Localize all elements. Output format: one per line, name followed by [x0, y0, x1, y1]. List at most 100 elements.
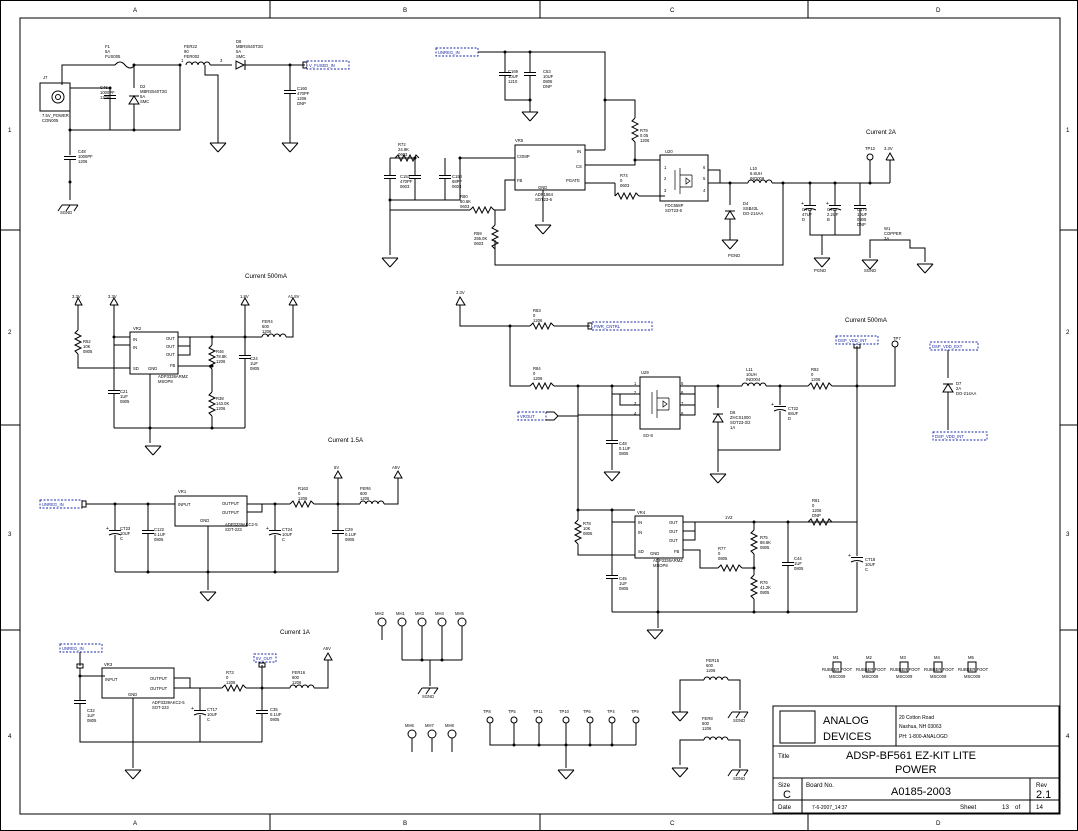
schematic-label: 1UF [619, 581, 627, 586]
schematic-label: 1UF [87, 713, 95, 718]
schematic-label: M1 [833, 655, 839, 660]
schematic-label: IN [638, 520, 642, 525]
schematic-label: CT23 [120, 526, 131, 531]
schematic-label: C48 [619, 441, 627, 446]
schematic-label: 1000PF [100, 90, 115, 95]
schematic-label: OUT [166, 352, 175, 357]
schematic-label: RUBBER FOOT [958, 667, 989, 672]
schematic-label: of [1015, 804, 1020, 811]
schematic-label: 3 [664, 188, 667, 193]
schematic-label: R79 [640, 128, 648, 133]
schematic-label: 1206 [216, 359, 226, 364]
schematic-label: OUTPUT [222, 501, 240, 506]
schematic-label: Sheet [960, 804, 976, 811]
schematic-label: 3 [220, 58, 223, 63]
schematic-label: 6 [703, 165, 706, 170]
schematic-label: RUBBER FOOT [822, 667, 853, 672]
schematic-label: 3.3V [72, 294, 81, 299]
schematic-label: C [120, 536, 123, 541]
schematic-label: ZHCS1000 [730, 415, 751, 420]
ic-u20 [659, 154, 709, 202]
input-protection-block: J7 7.5V_POWER CON005 F1 5A FUS005 FER22 … [39, 39, 350, 215]
company-name-line1: ANALOG [823, 715, 869, 727]
schematic-label: MH3 [415, 611, 425, 616]
schematic-label: MSC009 [930, 674, 947, 679]
schematic-label: M2 [866, 655, 872, 660]
schematic-label: DSP_VDD_INT [935, 434, 964, 439]
schematic-label: RUBBER FOOT [924, 667, 955, 672]
schematic-label: DO-214AA [956, 391, 976, 396]
sheet-title: ADSP-BF561 EZ-KIT LITE [846, 750, 976, 762]
schematic-label: SGND [60, 210, 72, 215]
schematic-label: MH8 [445, 723, 455, 728]
schematic-label: PGATE [566, 178, 580, 183]
schematic-label: TP8 [483, 709, 491, 714]
zone-label-left: 4 [8, 733, 12, 740]
schematic-label: 1206 [533, 318, 543, 323]
schematic-label: 5 [703, 176, 706, 181]
schematic-label: L11 [746, 367, 753, 372]
schematic-label: CT19 [802, 207, 813, 212]
schematic-label: R59 [474, 231, 482, 236]
schematic-label: 600 [360, 491, 368, 496]
schematic-label: 0805 [83, 349, 93, 354]
schematic-label: 1206 [78, 159, 88, 164]
schematic-label: 1 [664, 165, 667, 170]
ic-vr2 [129, 331, 179, 375]
schematic-label: MH2 [375, 611, 385, 616]
sheet-date: 7-6-2007_14:37 [812, 805, 848, 811]
test-points: TP8 TP5 TP11 TP10 TP6 TP4 TP9 [483, 709, 640, 780]
ic-vr1 [174, 495, 248, 527]
schematic-label: FER8 [702, 716, 713, 721]
schematic-label: V_FUSED_IN [309, 63, 335, 68]
schematic-label: 0805 [760, 545, 770, 550]
schematic-label: CT20 [827, 207, 838, 212]
schematic-label: 1206 [292, 680, 302, 685]
schematic-label: OUT [166, 344, 175, 349]
schematic-label: A5V [323, 646, 331, 651]
schematic-label: OUT [669, 520, 678, 525]
schematic-label: W1 [884, 226, 891, 231]
schematic-label: TP5 [508, 709, 516, 714]
schematic-label: MH1 [396, 611, 406, 616]
schematic-label: SSB43L [743, 206, 759, 211]
schematic-label: VR2 [133, 326, 142, 331]
rubber-feet: M1 M2 M3 M4 M5 RUBBER FOOT RUBBER FOOT R… [822, 655, 989, 679]
schematic-label: 20 Cotton Road [899, 715, 934, 721]
schematic-label: SOT23-6 [535, 197, 553, 202]
schematic-label: C45 [619, 576, 627, 581]
zone-label-right: 2 [1066, 329, 1070, 336]
schematic-label: 4 [634, 411, 637, 416]
schematic-label: 7 [681, 401, 684, 406]
schematic-label: 1V2 [725, 515, 733, 520]
schematic-label: U20 [665, 149, 673, 154]
schematic-label: 5V [334, 465, 339, 470]
revision: 2.1 [1036, 789, 1051, 801]
schematic-label: C35 [270, 707, 278, 712]
schematic-label: SOT-223 [225, 527, 242, 532]
schematic-label: R52 [83, 339, 91, 344]
schematic-label: 6.8UH [750, 171, 762, 176]
schematic-label: OUTPUT [150, 686, 168, 691]
schematic-label: IN [638, 530, 642, 535]
schematic-label: 10UF [865, 562, 876, 567]
schematic-label: 600 [262, 324, 270, 329]
schematic-label: 0.1UF [154, 532, 166, 537]
zone-label-top: A [133, 7, 138, 14]
schematic-label: 0805 [718, 556, 728, 561]
schematic-label: 6 [681, 390, 684, 395]
schematic-label: OUT [166, 336, 175, 341]
schematic-label: 5A [140, 94, 145, 99]
schematic-label: 143.0K [216, 401, 229, 406]
schematic-label: R83 [533, 308, 541, 313]
schematic-label: 1206 [216, 406, 226, 411]
zone-label-right: 1 [1066, 127, 1070, 134]
schematic-label: MBRS540T3G [140, 89, 167, 94]
schematic-label: 10K [83, 344, 91, 349]
schematic-label: 78.8K [216, 354, 227, 359]
zone-label-top: D [936, 7, 941, 14]
schematic-label: 5V_OUT [256, 656, 273, 661]
ground-ferrites: FER15 600 1206 SGND FER8 600 1206 SGND [671, 658, 749, 781]
schematic-label: SOT23-6 [665, 208, 683, 213]
schematic-label: 0 [811, 372, 814, 377]
